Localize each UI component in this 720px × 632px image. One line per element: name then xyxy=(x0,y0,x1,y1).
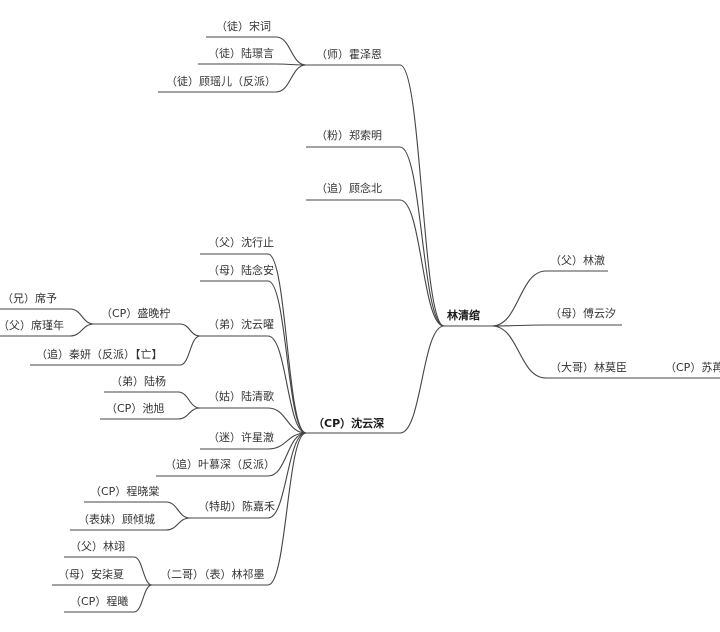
node-cp-mother[interactable]: （母）陆念安 xyxy=(208,263,274,277)
node-cp-assistant[interactable]: （特助）陈嘉禾 xyxy=(198,499,275,513)
node-assistant-cousin[interactable]: （表妹）顾倾城 xyxy=(78,512,155,526)
edge-assistant-cp xyxy=(165,501,191,519)
node-elder-brother-cp[interactable]: （CP）苏苒 xyxy=(665,360,720,374)
node-mother[interactable]: （母）傅云汐 xyxy=(550,306,616,320)
node-disciple-song[interactable]: （徒）宋词 xyxy=(216,19,271,33)
edge-cp-father xyxy=(267,253,307,434)
edge-brother-chaser xyxy=(179,335,201,366)
edge-root-mother xyxy=(491,324,547,327)
node-second-brother-cp[interactable]: （CP）程曦 xyxy=(70,594,128,608)
edge-root-chaser xyxy=(399,199,445,327)
edge-bcp-elder-brother xyxy=(69,308,95,325)
edge-teacher-gu xyxy=(275,64,307,93)
edge-aunt-cp xyxy=(177,407,201,420)
node-disciple-lu[interactable]: （徒）陆璟言 xyxy=(208,46,274,60)
edge-cp-assistant xyxy=(267,432,307,519)
edge-root-elder-brother xyxy=(491,325,547,379)
node-aunt-brother[interactable]: （弟）陆杨 xyxy=(111,374,166,388)
node-cp-shen-yunshen[interactable]: （CP）沈云深 xyxy=(313,416,384,430)
node-teacher[interactable]: （师）霍泽恩 xyxy=(316,48,382,61)
node-cp-brother[interactable]: （弟）沈云曜 xyxy=(208,317,274,331)
node-assistant-cp[interactable]: （CP）程晓棠 xyxy=(90,485,159,498)
edge-cp-mother xyxy=(267,280,307,434)
node-chaser[interactable]: （追）顾念北 xyxy=(316,181,382,195)
edge-root-teacher xyxy=(399,64,445,327)
mind-map-labels: 林清绾 （师）霍泽恩 （徒）宋词 （徒）陆璟言 （徒）顾瑶儿（反派） （粉）郑索… xyxy=(0,19,720,608)
node-cp-aunt[interactable]: （姑）陆清歌 xyxy=(208,389,274,403)
edge-root-cp xyxy=(399,325,445,434)
edge-aunt-brother xyxy=(177,391,201,409)
edge-root-fan xyxy=(399,146,445,327)
edge-teacher-song xyxy=(275,36,307,66)
node-cp-fan[interactable]: （迷）许星澈 xyxy=(208,430,274,444)
edge-brother-cp xyxy=(179,323,201,337)
edge-cp-second-brother xyxy=(267,432,307,586)
node-brother-cp[interactable]: （CP）盛晚柠 xyxy=(101,306,170,320)
node-brother-cp-elder-brother[interactable]: （兄）席予 xyxy=(2,291,57,305)
edge-assistant-cousin xyxy=(165,517,191,531)
node-father[interactable]: （父）林澈 xyxy=(550,253,605,267)
node-cp-chaser[interactable]: （追）叶慕深（反派） xyxy=(165,457,275,471)
edge-cp-brother xyxy=(267,335,307,434)
edge-second-cp xyxy=(133,584,153,613)
node-second-brother-mother[interactable]: （母）安柒夏 xyxy=(58,567,124,581)
node-aunt-cp[interactable]: （CP）池旭 xyxy=(106,401,164,415)
edge-cp-aunt xyxy=(267,407,307,434)
node-fan[interactable]: （粉）郑索明 xyxy=(316,128,382,142)
node-elder-brother[interactable]: （大哥）林莫臣 xyxy=(550,360,627,374)
mind-map-connectors xyxy=(0,36,720,613)
edge-root-father xyxy=(491,270,547,327)
node-cp-second-brother[interactable]: （二哥）（表）林祁墨 xyxy=(160,567,265,581)
edge-bcp-father xyxy=(69,323,95,337)
edge-cp-chaser xyxy=(267,432,307,477)
node-disciple-gu[interactable]: （徒）顾瑶儿（反派） xyxy=(166,74,276,88)
node-brother-cp-father[interactable]: （父）席瑾年 xyxy=(0,318,64,332)
node-cp-father[interactable]: （父）沈行止 xyxy=(208,235,274,249)
root-node-lin-qingwan[interactable]: 林清绾 xyxy=(447,308,480,322)
node-brother-chaser[interactable]: （追）秦妍（反派）【亡】 xyxy=(36,347,163,361)
node-second-brother-father[interactable]: （父）林翊 xyxy=(70,539,125,553)
edge-second-father xyxy=(133,556,153,586)
